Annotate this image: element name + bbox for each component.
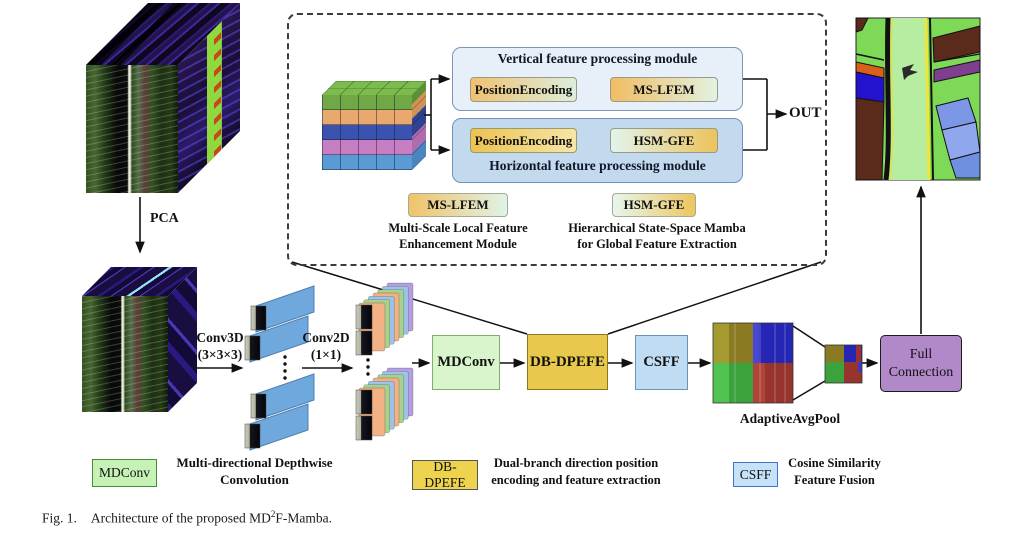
full-connection-line2: Connection [888,364,954,380]
conv2d-label-line2: (1×1) [310,347,342,362]
hsi-cube-front-face [86,65,178,193]
pca-cube-front-face [82,296,168,412]
out-label: OUT [789,105,822,121]
legend-mdconv-desc-line2: Convolution [220,471,289,487]
legend-csff-desc: Cosine Similarity Feature Fusion [782,455,887,488]
legend-dbdpefe-desc: Dual-branch direction position encoding … [486,455,666,488]
pca-label: PCA [150,211,179,226]
mdconv-box: MDConv [432,335,500,390]
hsm-gfe-desc-line2: for Global Feature Extraction [577,236,737,251]
position-encoding-vertical-box: PositionEncoding [470,77,577,102]
ms-lfem-desc-line2: Enhancement Module [399,236,517,251]
pooled-feature-block [824,344,863,384]
legend-dbdpefe-desc-line2: encoding and feature extraction [491,472,661,487]
legend-csff-desc-line2: Feature Fusion [794,472,875,487]
conv3d-label: Conv3D (3×3×3) [188,329,252,363]
db-dpefe-detail-panel [287,13,827,266]
csff-box: CSFF [635,335,688,390]
hsm-gfe-box: HSM-GFE [610,128,718,153]
figure-caption: Fig. 1. Architecture of the proposed MD2F… [42,509,332,527]
conv3d-label-line2: (3×3×3) [197,347,243,362]
db-dpefe-box: DB-DPEFE [527,334,608,390]
full-connection-line1: Full [909,346,933,362]
slab-ellipsis-dots [283,355,287,380]
vertical-module-title: Vertical feature processing module [497,51,698,66]
conv3d-feature-slabs [249,285,315,451]
caption-text-pre: Architecture of the proposed MD [90,510,271,526]
conv2d-label: Conv2D (1×1) [294,329,358,363]
conv2d-feature-stacks [358,282,414,437]
conv3d-slab-patches [244,305,267,449]
conv2d-label-line1: Conv2D [302,330,350,345]
legend-dbdpefe-desc-line1: Dual-branch direction position [493,456,659,470]
pool-trapezoid-top [792,325,826,348]
horizontal-module-title: Horizontal feature processing module [489,158,706,173]
legend-mdconv-desc: Multi-directional Depthwise Convolution [162,455,347,488]
conv2d-stack-patches [355,304,373,441]
adaptive-avg-pool-label: AdaptiveAvgPool [739,411,841,426]
classification-map-image [855,17,981,181]
detail-link-right [607,261,822,335]
caption-superscript: 2 [270,509,276,519]
legend-mdconv-desc-line1: Multi-directional Depthwise [176,455,333,470]
conv3d-label-line1: Conv3D [196,330,244,345]
legend-csff-desc-line1: Cosine Similarity [788,456,881,470]
position-encoding-horizontal-box: PositionEncoding [470,128,577,153]
caption-text-post: F-Mamba. [275,510,332,526]
caption-fig-number: Fig. 1. [42,510,77,526]
legend-mdconv-badge: MDConv [92,459,157,487]
hsm-gfe-legend-badge: HSM-GFE [612,193,696,217]
full-connection-box: Full Connection [880,335,962,392]
detail-link-left [291,261,528,335]
ms-lfem-legend-badge: MS-LFEM [408,193,508,217]
stack-ellipsis-dots [366,351,370,376]
pool-trapezoid-bottom [792,380,826,401]
hsm-gfe-legend-desc: Hierarchical State-Space Mamba for Globa… [562,221,752,252]
ms-lfem-desc-line1: Multi-Scale Local Feature [388,221,528,235]
legend-dbdpefe-badge: DB-DPEFE [412,459,478,490]
token-cube-front-face [322,95,412,170]
legend-csff-badge: CSFF [733,462,778,487]
ms-lfem-legend-desc: Multi-Scale Local Feature Enhancement Mo… [378,221,538,252]
hsm-gfe-desc-line1: Hierarchical State-Space Mamba [568,221,746,235]
feature-map-image [712,322,794,404]
ms-lfem-box: MS-LFEM [610,77,718,102]
